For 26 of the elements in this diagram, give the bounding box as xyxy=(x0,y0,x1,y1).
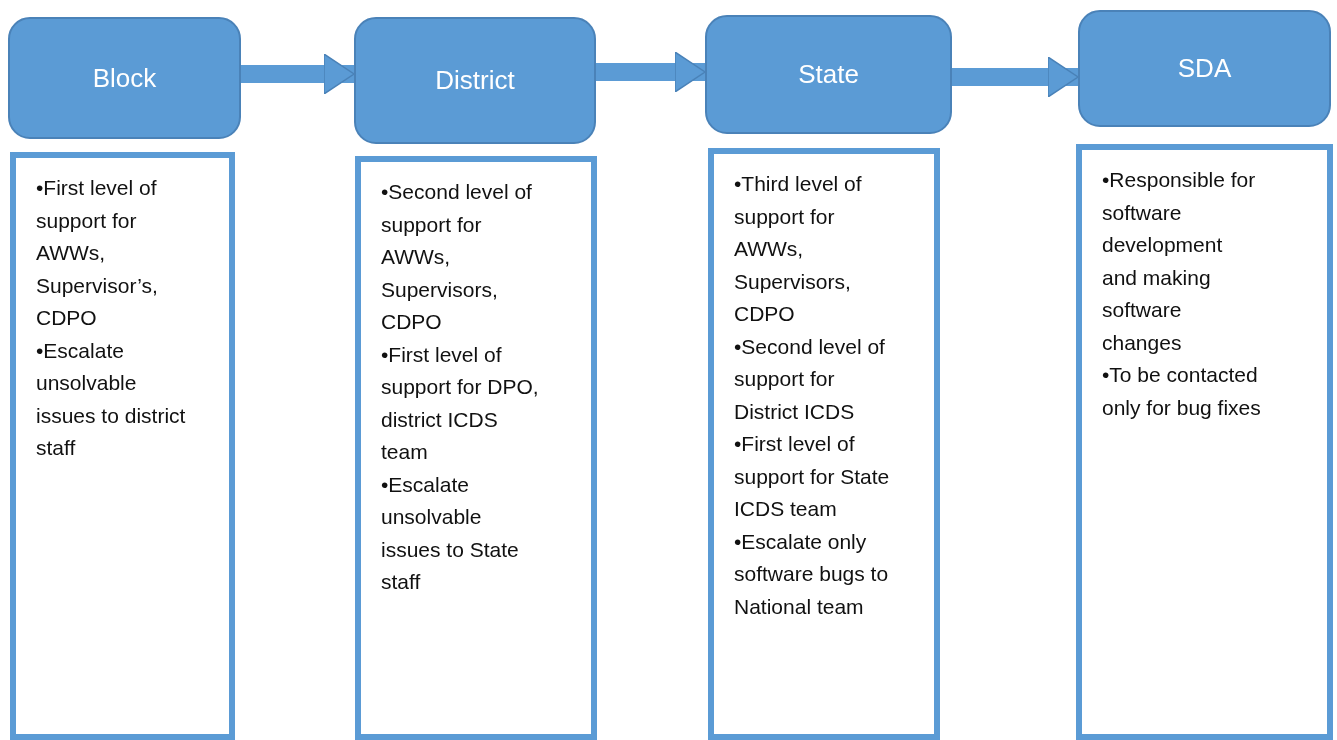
header-text: Block xyxy=(92,62,157,94)
header-text: District xyxy=(435,65,515,96)
header-text: SDA xyxy=(1177,53,1232,84)
bullet-text: •First level of support for DPO, district ICDS team xyxy=(381,341,540,465)
bullet-text: •Second level of support for District ICDS xyxy=(734,333,886,425)
level-header-box xyxy=(8,17,241,139)
block-arrow xyxy=(241,53,355,95)
bullet-text: •First level of support for AWWs, Supervisor’s, CDPO xyxy=(36,175,159,331)
description-box xyxy=(1076,144,1333,740)
description-box xyxy=(10,152,235,740)
bullet-text: •To be contacted only for bug fixes xyxy=(1102,362,1262,421)
description-box xyxy=(708,148,940,740)
bullet-text: •Escalate only software bugs to National team xyxy=(734,528,890,620)
description-box xyxy=(355,156,597,740)
bullet-text: •Responsible for software development and making software changes xyxy=(1102,167,1257,356)
bullet-text: •Third level of support for AWWs, Supervisors, CDPO xyxy=(734,171,863,327)
block-arrow xyxy=(952,56,1079,98)
level-header-box xyxy=(354,17,596,144)
bullet-text: •Escalate unsolvable issues to district staff xyxy=(36,337,187,461)
header-text: State xyxy=(798,59,859,90)
bullet-text: •First level of support for State ICDS team xyxy=(734,431,891,522)
level-header-box xyxy=(1078,10,1331,127)
level-header-box xyxy=(705,15,952,134)
bullet-text: •Escalate unsolvable issues to State staff xyxy=(381,471,520,595)
block-arrow xyxy=(596,51,706,93)
bullet-text: •Second level of support for AWWs, Supervisors, CDPO xyxy=(381,179,533,335)
